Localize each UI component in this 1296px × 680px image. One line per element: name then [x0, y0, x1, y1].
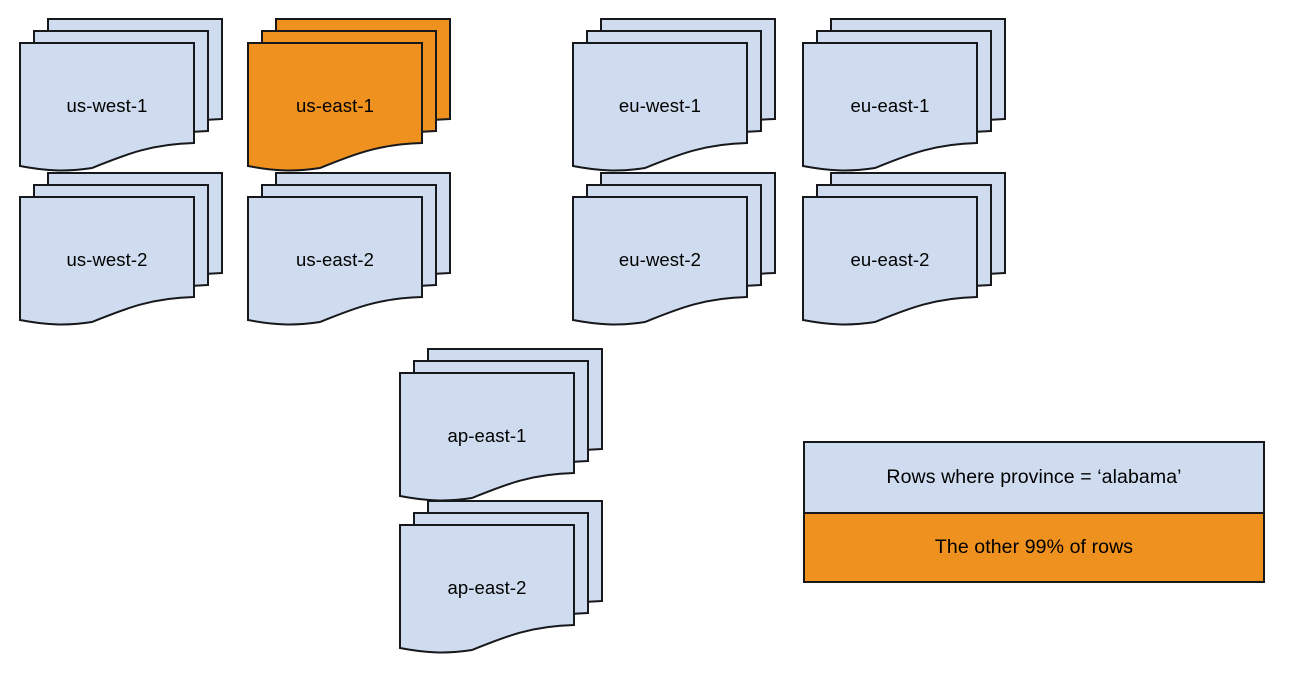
document-stack-icon: [572, 172, 776, 326]
document-sheet-front: [802, 42, 978, 172]
document-sheet-front: [399, 524, 575, 654]
legend-item-label: Rows where province = ‘alabama’: [886, 466, 1182, 488]
region-stack-us-west-1[interactable]: us-west-1: [18, 17, 224, 172]
document-sheet-front: [572, 42, 748, 172]
document-stack-icon: [19, 18, 223, 172]
document-sheet-front: [247, 196, 423, 326]
document-sheet-front: [19, 196, 195, 326]
document-stack-icon: [19, 172, 223, 326]
document-sheet-front: [19, 42, 195, 172]
legend-item-label: The other 99% of rows: [934, 536, 1134, 558]
document-stack-icon: [247, 172, 451, 326]
region-stack-us-west-2[interactable]: us-west-2: [18, 171, 224, 326]
document-stack-icon: [399, 348, 603, 502]
document-sheet-front: [399, 372, 575, 502]
region-stack-us-east-1[interactable]: us-east-1: [246, 17, 452, 172]
region-stack-eu-east-2[interactable]: eu-east-2: [801, 171, 1007, 326]
document-stack-icon: [572, 18, 776, 172]
region-stack-eu-west-2[interactable]: eu-west-2: [571, 171, 777, 326]
region-stack-eu-west-1[interactable]: eu-west-1: [571, 17, 777, 172]
document-stack-icon: [802, 172, 1006, 326]
region-stack-eu-east-1[interactable]: eu-east-1: [801, 17, 1007, 172]
region-stack-us-east-2[interactable]: us-east-2: [246, 171, 452, 326]
document-stack-icon: [802, 18, 1006, 172]
document-sheet-front: [572, 196, 748, 326]
document-sheet-front: [247, 42, 423, 172]
legend-item-matching-rows: Rows where province = ‘alabama’: [805, 443, 1263, 514]
document-stack-icon: [247, 18, 451, 172]
legend-box: Rows where province = ‘alabama’ The other…: [803, 441, 1265, 583]
document-stack-icon: [399, 500, 603, 654]
document-sheet-front: [802, 196, 978, 326]
region-stack-ap-east-1[interactable]: ap-east-1: [398, 347, 604, 502]
legend-item-other-rows: The other 99% of rows: [805, 514, 1263, 581]
region-stack-ap-east-2[interactable]: ap-east-2: [398, 499, 604, 654]
